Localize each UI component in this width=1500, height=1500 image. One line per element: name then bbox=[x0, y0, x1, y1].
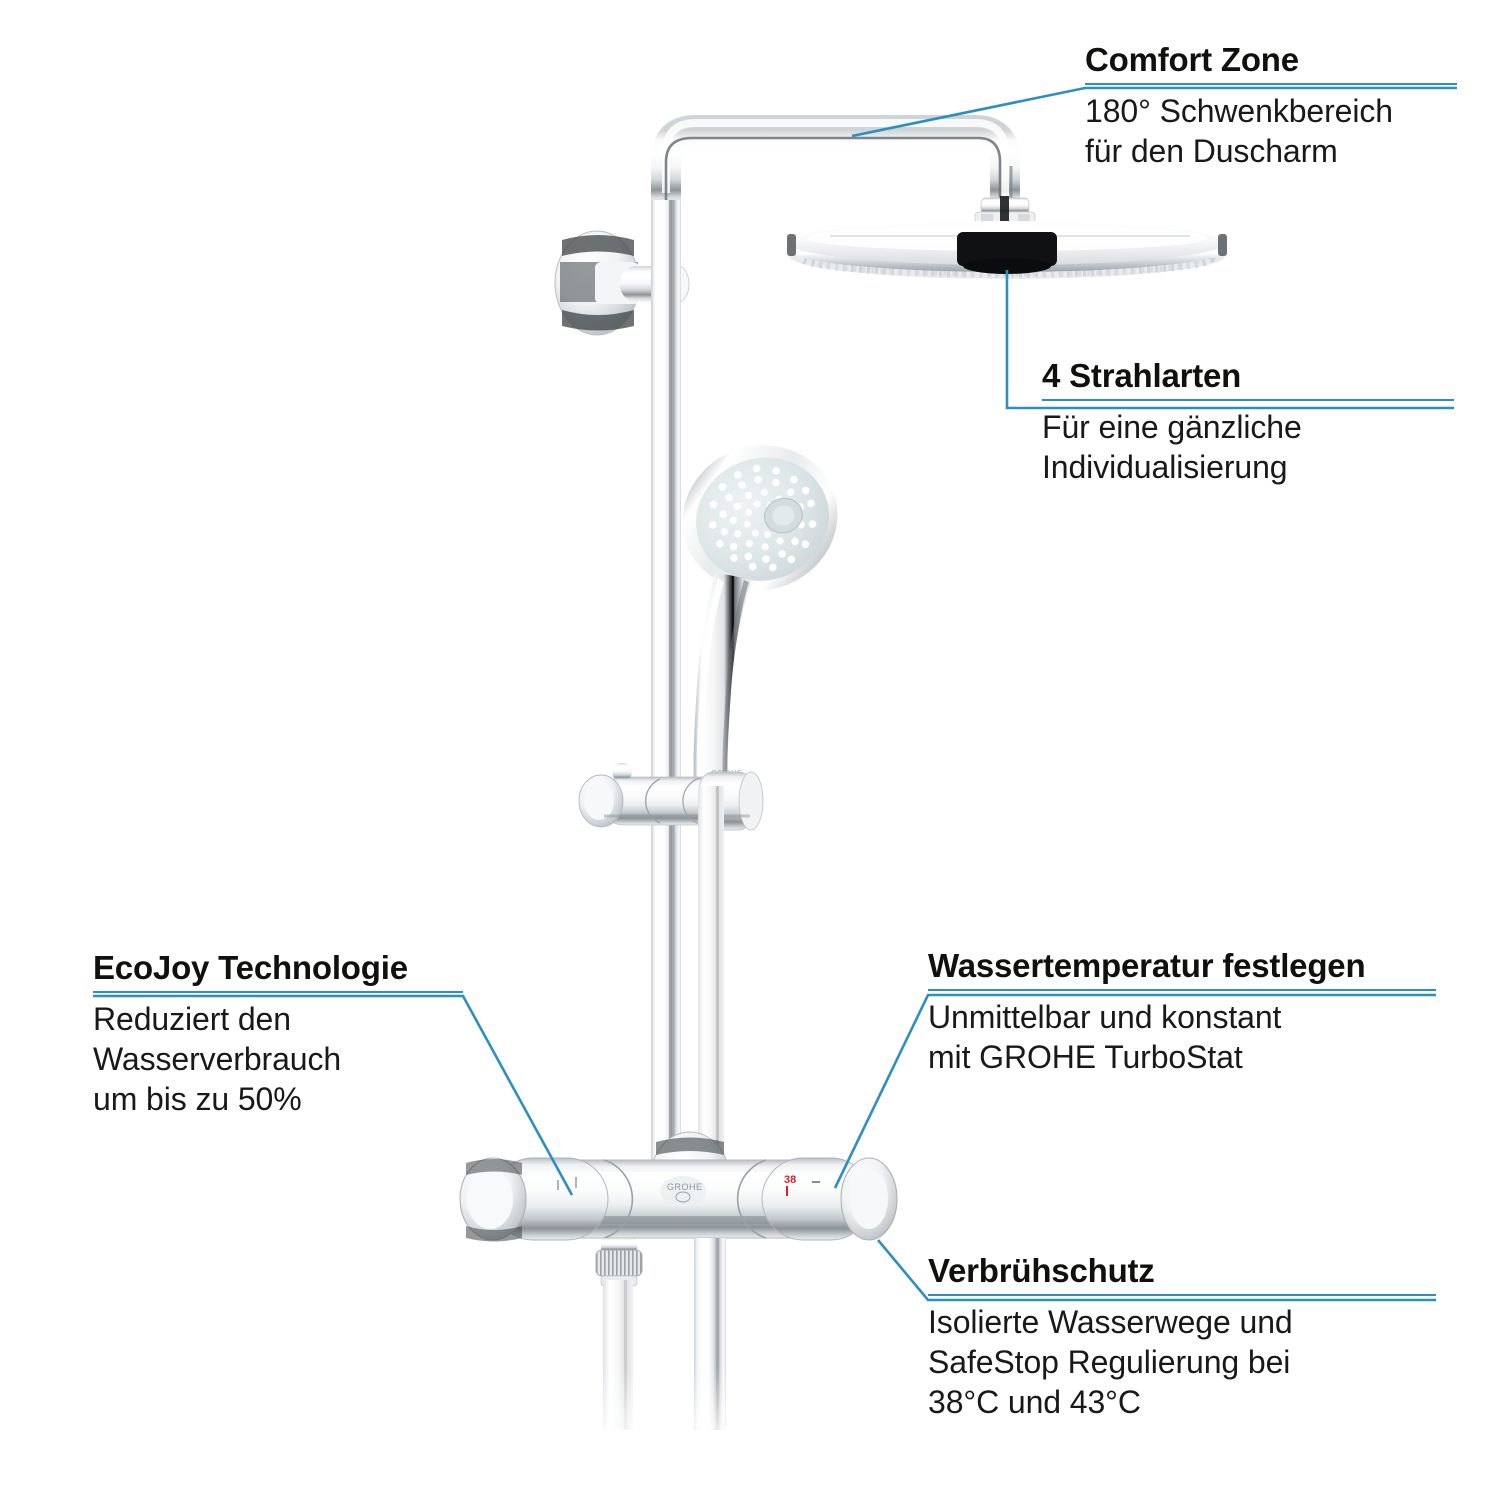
callout-ecojoy-title: EcoJoy Technologie bbox=[93, 949, 408, 986]
svg-text:GROHE: GROHE bbox=[667, 1182, 703, 1192]
callout-strahlarten-line-1: Für eine gänzliche bbox=[1042, 408, 1302, 445]
riser-pipe bbox=[651, 160, 681, 1170]
callout-wassertemperatur-line-2: mit GROHE TurboStat bbox=[928, 1038, 1243, 1075]
callout-verbruehschutz-line-3: 38°C und 43°C bbox=[928, 1383, 1141, 1420]
callout-verbruehschutz-line-2: SafeStop Regulierung bei bbox=[928, 1343, 1291, 1380]
grohe-logo: GROHE bbox=[660, 1176, 706, 1206]
callout-comfort-zone-rule bbox=[1085, 82, 1457, 85]
callout-comfort-zone-body: 180° Schwenkbereich für den Duscharm bbox=[1085, 91, 1457, 171]
temperature-marker-38: 38 bbox=[784, 1174, 796, 1186]
callout-wassertemperatur-title: Wassertemperatur festlegen bbox=[928, 947, 1366, 984]
hose-connector-nut bbox=[595, 1238, 643, 1287]
thermostatic-mixer-bar: 38 GROHE bbox=[459, 1131, 898, 1242]
callout-strahlarten-title: 4 Strahlarten bbox=[1042, 357, 1242, 394]
callout-comfort-zone-title: Comfort Zone bbox=[1085, 41, 1299, 78]
callout-wassertemperatur-line-1: Unmittelbar und konstant bbox=[928, 998, 1282, 1035]
callout-ecojoy-line-1: Reduziert den bbox=[93, 1000, 291, 1037]
callout-verbruehschutz-title: Verbrühschutz bbox=[928, 1252, 1155, 1289]
lower-pipes bbox=[603, 1238, 726, 1430]
callout-ecojoy-line-2: Wasserverbrauch bbox=[93, 1040, 342, 1077]
callout-verbruehschutz-line-1: Isolierte Wasserwege und bbox=[928, 1303, 1293, 1340]
callout-comfort-zone: Comfort Zone 180° Schwenkbereich für den… bbox=[1085, 41, 1457, 171]
callout-strahlarten-rule bbox=[1042, 398, 1454, 401]
callout-verbruehschutz-rule bbox=[928, 1293, 1436, 1296]
callout-strahlarten-body: Für eine gänzliche Individualisierung bbox=[1042, 407, 1454, 487]
callout-verbruehschutz: Verbrühschutz Isolierte Wasserwege und S… bbox=[928, 1252, 1436, 1422]
head-shower-disc bbox=[787, 221, 1227, 279]
callout-wassertemperatur-body: Unmittelbar und konstant mit GROHE Turbo… bbox=[928, 997, 1436, 1077]
callout-verbruehschutz-body: Isolierte Wasserwege und SafeStop Reguli… bbox=[928, 1302, 1436, 1422]
callout-comfort-zone-line-1: 180° Schwenkbereich bbox=[1085, 92, 1393, 129]
callout-wassertemperatur: Wassertemperatur festlegen Unmittelbar u… bbox=[928, 947, 1436, 1077]
callout-ecojoy-line-3: um bis zu 50% bbox=[93, 1080, 302, 1117]
shower-hose-upper bbox=[698, 786, 724, 1176]
callout-ecojoy-body: Reduziert den Wasserverbrauch um bis zu … bbox=[93, 999, 463, 1119]
callout-strahlarten-line-2: Individualisierung bbox=[1042, 448, 1288, 485]
callout-wassertemperatur-rule bbox=[928, 988, 1436, 991]
callout-ecojoy: EcoJoy Technologie Reduziert den Wasserv… bbox=[93, 949, 463, 1119]
callout-comfort-zone-line-2: für den Duscharm bbox=[1085, 132, 1338, 169]
callout-strahlarten: 4 Strahlarten Für eine gänzliche Individ… bbox=[1042, 357, 1454, 487]
hand-shower: GROHE bbox=[682, 445, 838, 786]
swivel-shower-arm bbox=[651, 115, 1020, 206]
callout-ecojoy-rule bbox=[93, 990, 463, 993]
